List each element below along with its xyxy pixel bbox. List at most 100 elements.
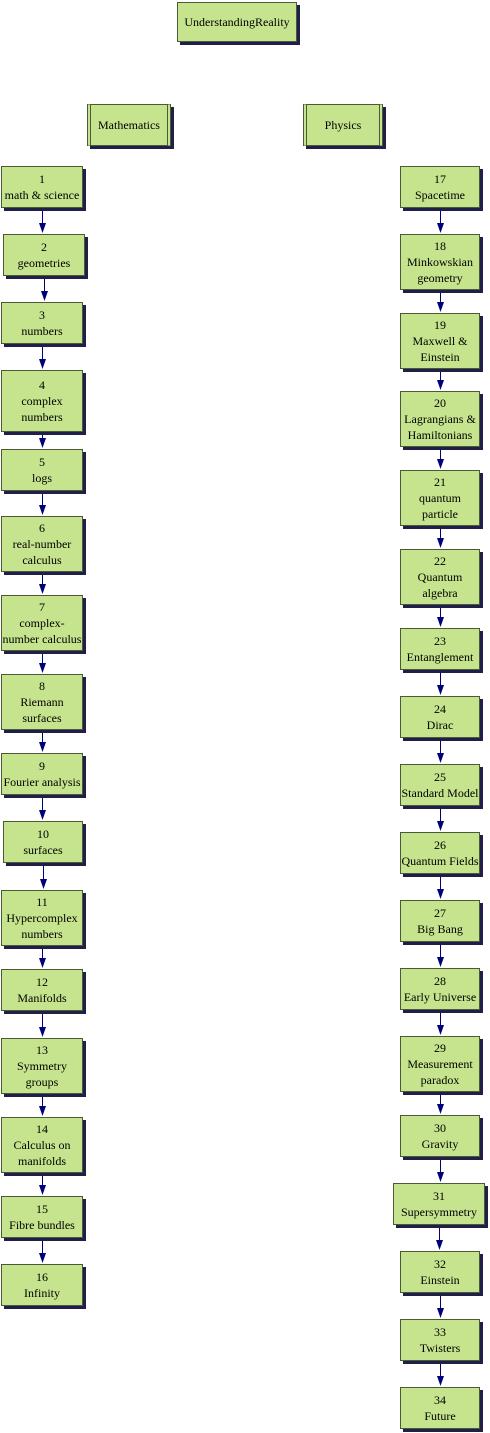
- physics-node-21[interactable]: 21 quantum particle: [400, 470, 480, 526]
- branch-physics-label: Physics: [324, 118, 362, 132]
- node-number: 17: [434, 172, 446, 186]
- node-label: surfaces: [23, 843, 63, 857]
- node-number: 15: [36, 1202, 48, 1216]
- node-number: 28: [434, 974, 446, 988]
- root-node[interactable]: UnderstandingReality: [177, 2, 297, 42]
- node-label: Early Universe: [403, 990, 477, 1004]
- math-node-7[interactable]: 7 complex- number calculus: [1, 595, 83, 651]
- node-number: 21: [434, 475, 446, 489]
- node-label: Einstein: [420, 1273, 460, 1287]
- node-number: 16: [36, 1270, 48, 1284]
- node-number: 19: [434, 318, 446, 332]
- math-edge-8-9: [39, 731, 46, 752]
- math-edge-14-15: [39, 1174, 46, 1195]
- math-edge-11-12: [39, 947, 46, 968]
- node-label: Quantum Fields: [401, 854, 479, 868]
- math-edge-3-4: [39, 345, 46, 369]
- node-number: 11: [36, 895, 48, 909]
- physics-edge-32-33: [437, 1294, 444, 1318]
- node-number: 33: [434, 1325, 446, 1339]
- node-number: 31: [433, 1189, 445, 1203]
- math-node-3[interactable]: 3 numbers: [1, 302, 83, 344]
- branch-physics[interactable]: Physics: [303, 104, 383, 146]
- physics-edge-24-25: [437, 739, 444, 763]
- node-label: Fibre bundles: [9, 1218, 75, 1232]
- node-number: 9: [39, 759, 45, 773]
- node-label: Quantum algebra: [417, 570, 463, 600]
- physics-edge-26-27: [437, 875, 444, 899]
- node-label: numbers: [21, 324, 63, 338]
- physics-edge-29-30: [437, 1093, 444, 1114]
- node-number: 29: [434, 1041, 446, 1055]
- math-edge-5-6: [39, 492, 46, 515]
- physics-edge-21-22: [437, 527, 444, 548]
- node-number: 25: [434, 770, 446, 784]
- math-edge-12-13: [39, 1012, 46, 1037]
- node-label: Manifolds: [17, 991, 67, 1005]
- physics-edge-30-31: [437, 1158, 444, 1182]
- node-label: Symmetry groups: [17, 1059, 67, 1089]
- node-label: Gravity: [421, 1137, 459, 1151]
- node-number: 13: [36, 1043, 48, 1057]
- node-number: 12: [36, 975, 48, 989]
- node-number: 34: [434, 1393, 446, 1407]
- node-label: Fourier analysis: [3, 775, 81, 789]
- node-number: 5: [39, 455, 45, 469]
- branch-mathematics[interactable]: Mathematics: [87, 104, 171, 146]
- node-number: 22: [434, 554, 446, 568]
- physics-edge-28-29: [437, 1011, 444, 1035]
- physics-edge-20-21: [437, 448, 444, 469]
- node-number: 8: [39, 679, 45, 693]
- node-number: 24: [434, 702, 446, 716]
- math-edge-4-5: [39, 433, 46, 448]
- node-label: Spacetime: [415, 188, 465, 202]
- math-node-10[interactable]: 10 surfaces: [3, 821, 83, 863]
- node-label: geometries: [17, 256, 71, 270]
- math-edge-2-3: [41, 277, 48, 301]
- node-label: Minkowskian geometry: [407, 255, 473, 285]
- node-label: quantum particle: [419, 491, 461, 521]
- node-number: 10: [37, 827, 49, 841]
- node-number: 32: [434, 1257, 446, 1271]
- node-number: 26: [434, 838, 446, 852]
- node-number: 7: [39, 600, 45, 614]
- node-number: 3: [39, 308, 45, 322]
- physics-edge-22-23: [437, 606, 444, 627]
- node-label: Twisters: [419, 1341, 461, 1355]
- node-label: Supersymmetry: [401, 1205, 477, 1219]
- node-number: 2: [41, 240, 47, 254]
- node-label: Infinity: [24, 1286, 60, 1300]
- math-node-2[interactable]: 2 geometries: [3, 234, 85, 276]
- node-label: complex- number calculus: [2, 616, 82, 646]
